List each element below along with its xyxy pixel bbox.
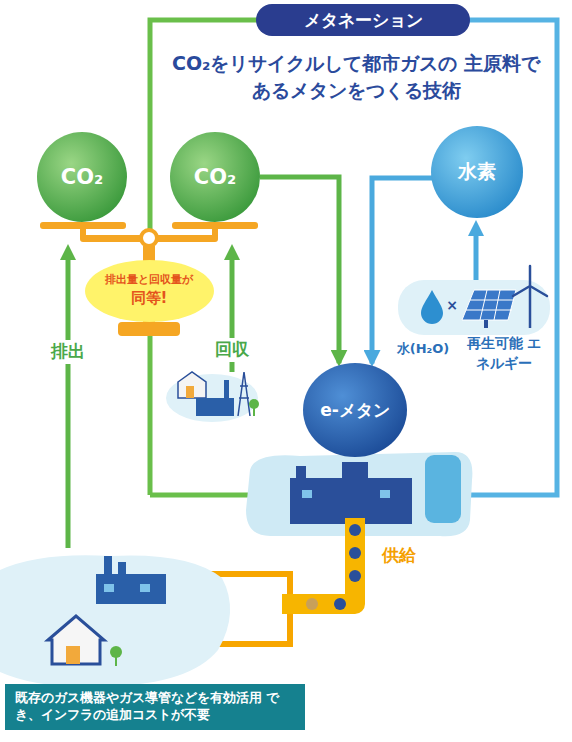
drawing-part	[141, 230, 157, 246]
drawing-part	[104, 584, 114, 592]
drawing-part	[118, 322, 180, 336]
drawing-part	[334, 598, 346, 610]
drawing-part	[529, 286, 532, 328]
drawing-part	[0, 555, 230, 686]
co2-to-methane-arrow	[260, 177, 339, 363]
drawing-part	[178, 372, 206, 398]
drawing-part	[40, 222, 126, 229]
drawing-part	[380, 490, 390, 498]
frame-line	[460, 20, 557, 495]
frame-line	[150, 20, 258, 495]
node-text: CO₂	[61, 163, 103, 191]
drawing-part	[342, 462, 368, 480]
times-symbol: ×	[444, 296, 460, 316]
node-fill	[170, 132, 260, 222]
drawing-part	[513, 266, 547, 296]
drawing-part	[302, 490, 312, 498]
drawing-part	[115, 656, 117, 666]
drawing-part	[466, 290, 514, 320]
drawing-part	[425, 455, 461, 523]
emission-arrow	[66, 252, 71, 548]
drawing-part	[462, 290, 516, 320]
drawing-part	[296, 466, 306, 480]
flow-label: 排出	[44, 340, 92, 364]
node-text: 水素	[458, 159, 496, 185]
node-text: 既存のガス機器やガス導管などを有効活用 でき、インフラの追加コストが不要	[15, 690, 283, 724]
drawing-part	[249, 399, 259, 409]
drawing-part	[104, 556, 112, 576]
drawing-part	[118, 562, 126, 576]
balance-callout: 排出量と回収量が同等!	[85, 260, 214, 322]
e-methane-circle: e-メタン	[303, 363, 407, 457]
node-text: CO₂	[194, 163, 236, 191]
drawing-part	[253, 408, 255, 416]
drawing-part	[421, 290, 443, 324]
node-fill	[37, 132, 127, 222]
drawing-part	[349, 547, 361, 559]
gas-consumers	[0, 555, 230, 686]
title-tab	[256, 4, 470, 36]
recovery-sources	[166, 372, 259, 422]
balance-scale	[40, 222, 258, 336]
frame-line	[150, 493, 260, 498]
supply-label: 供給	[376, 544, 422, 568]
subtitle: CO₂をリサイクルして都市ガスの 主原料であるメタンをつくる技術	[168, 50, 544, 103]
node-text: 排出量と回収量が	[105, 273, 193, 288]
hydrogen-circle: 水素	[431, 126, 523, 218]
hydrogen-to-methane-arrow	[372, 178, 432, 364]
node-fill	[303, 363, 407, 457]
co2-circle: CO₂	[37, 132, 127, 222]
drawing-part	[306, 598, 318, 610]
hydrogen-arrow	[474, 228, 479, 280]
drawing-part	[172, 222, 258, 229]
drawing-part	[224, 380, 229, 398]
drawing-part	[238, 372, 250, 416]
drawing-part	[48, 616, 104, 664]
drawing-part	[290, 478, 412, 524]
drawing-part	[66, 646, 80, 664]
node-text: 同等!	[131, 288, 168, 308]
drawing-part	[186, 386, 194, 398]
title-text: メタネーション	[256, 9, 470, 31]
node-fill	[85, 260, 214, 322]
drawing-part	[196, 398, 234, 416]
drawing-part	[96, 574, 166, 604]
co2-circle: CO₂	[170, 132, 260, 222]
drawing-part	[349, 524, 361, 536]
note-box: 既存のガス機器やガス導管などを有効活用 でき、インフラの追加コストが不要	[5, 684, 305, 730]
drawing-part	[140, 584, 150, 592]
node-text: e-メタン	[320, 399, 390, 422]
node-fill	[431, 126, 523, 218]
drawing-part	[282, 518, 355, 604]
flow-label: 回収	[208, 338, 256, 362]
drawing-part	[484, 320, 488, 328]
energy-label: 再生可能 エネルギー	[464, 334, 544, 373]
drawing-part	[349, 570, 361, 582]
water-label: 水(H₂O)	[388, 340, 458, 358]
